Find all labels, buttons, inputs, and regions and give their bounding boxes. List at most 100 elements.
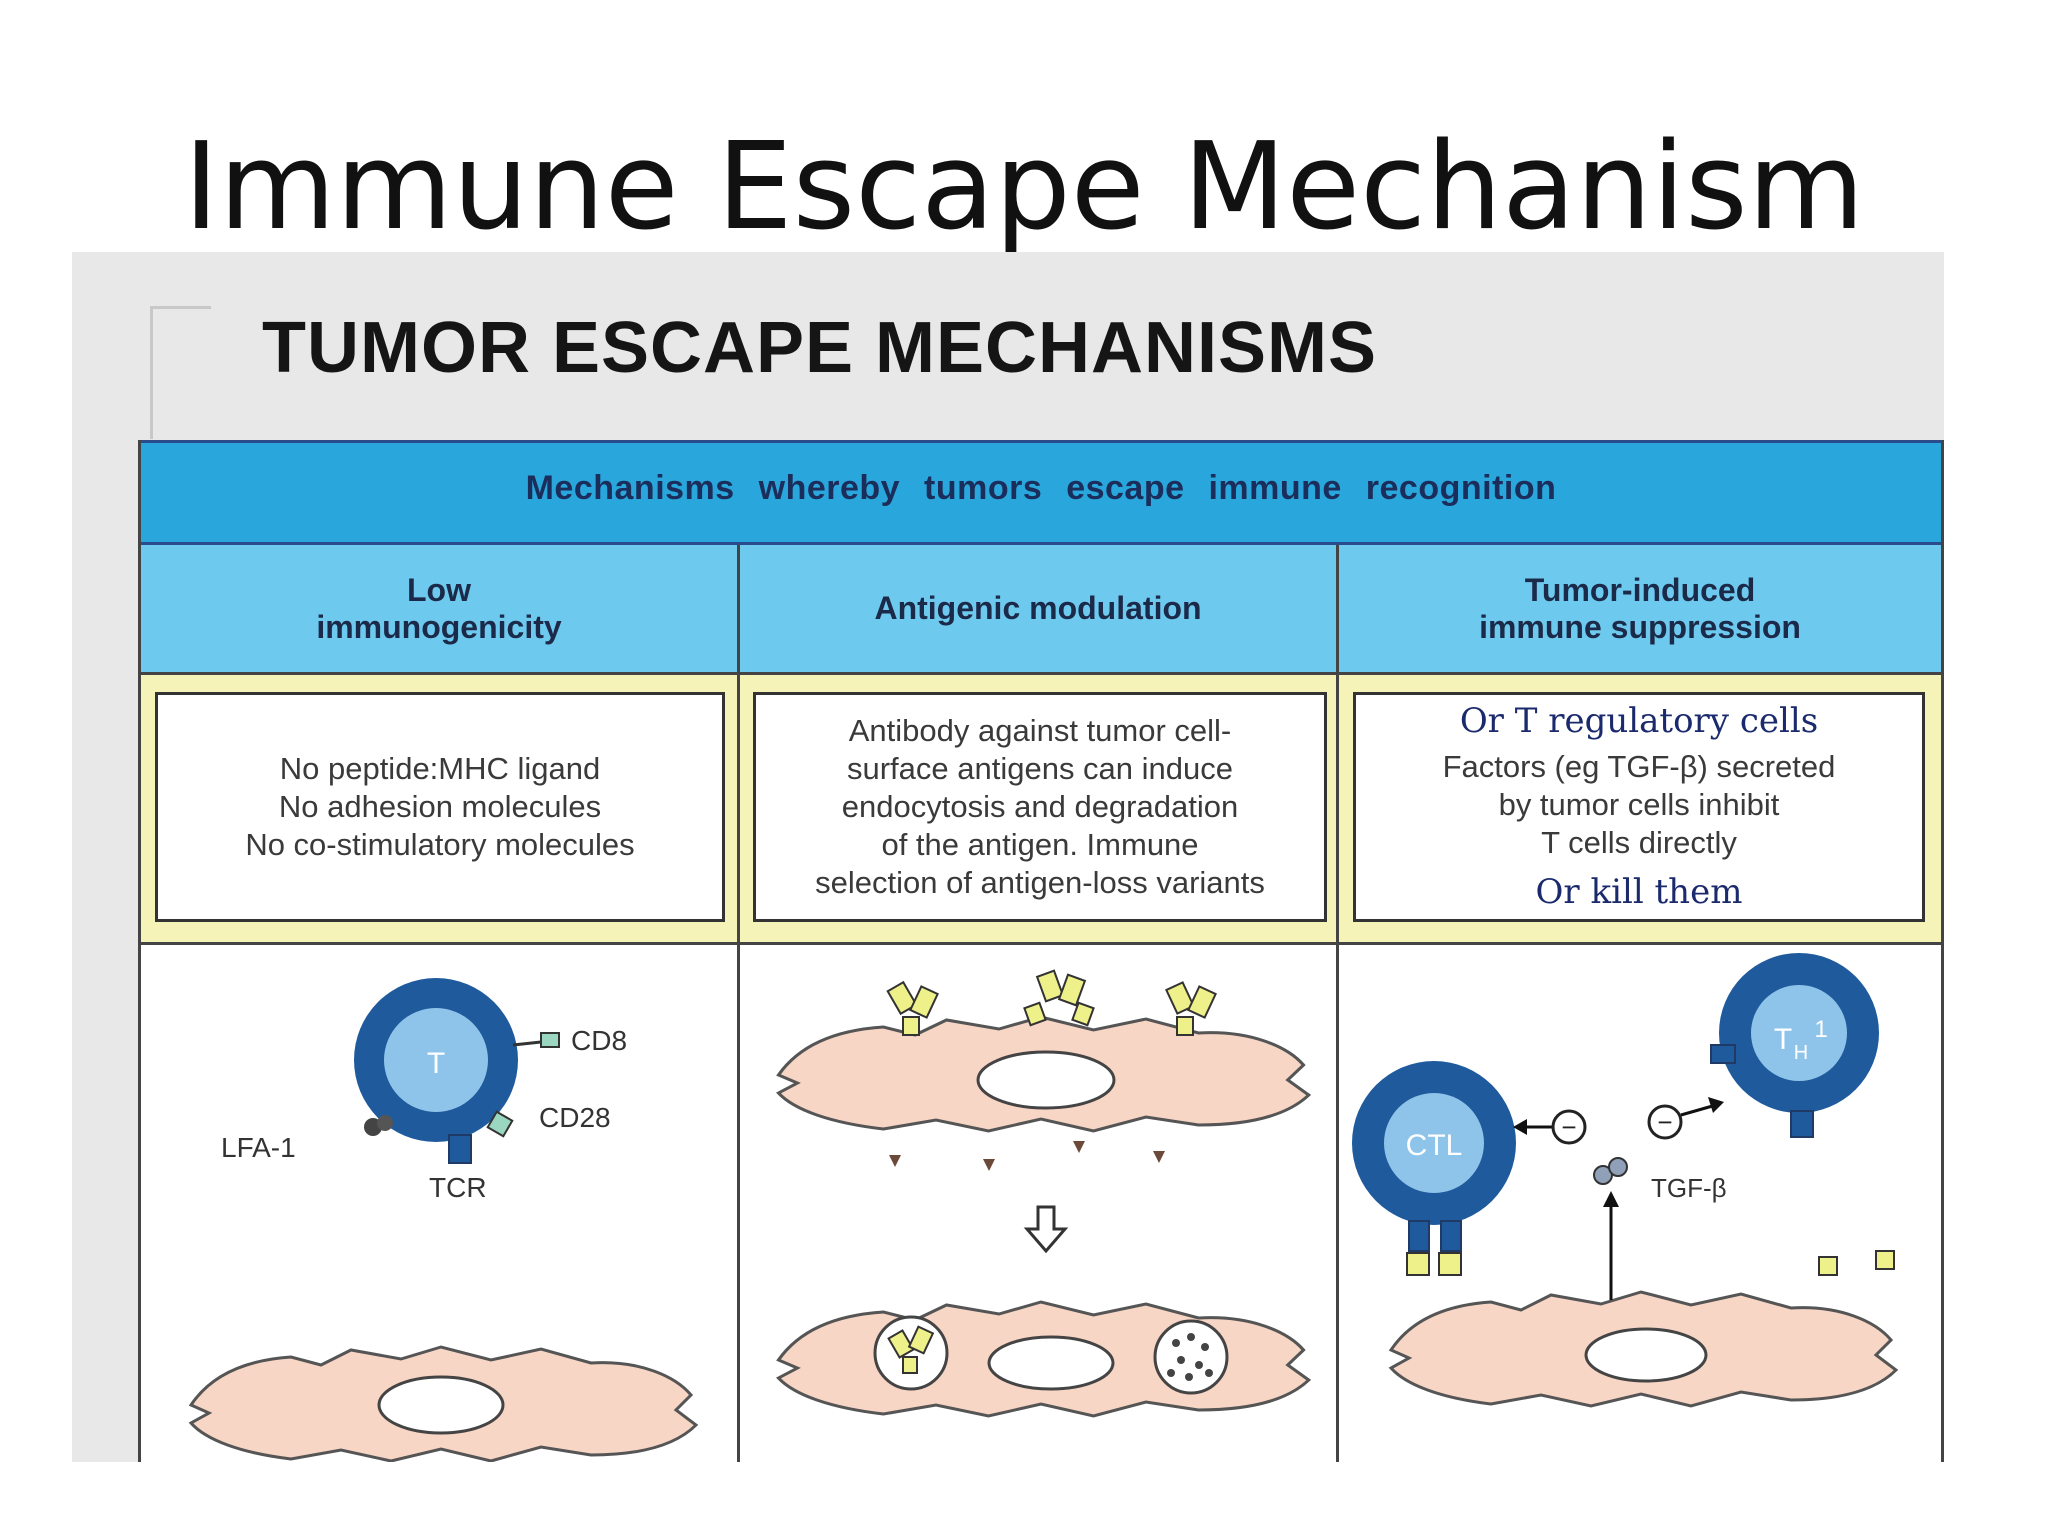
description-line: surface antigens can induce	[846, 751, 1234, 787]
surface-antigen	[889, 1155, 901, 1167]
arrow-down-icon	[1023, 1205, 1069, 1254]
description-line: of the antigen. Immune	[881, 826, 1199, 862]
description-line: No peptide:MHC ligand	[279, 751, 601, 787]
endocytic-vesicle	[873, 1315, 949, 1391]
surface-antigen	[983, 1159, 995, 1171]
th1-label: T	[1774, 1023, 1792, 1056]
degraded-antigen	[1187, 1333, 1195, 1341]
ctl-cell-core	[1384, 1093, 1484, 1193]
cell-nucleus	[377, 1375, 505, 1435]
antibody	[1071, 1001, 1095, 1027]
th1-subscript: H	[1794, 1042, 1808, 1064]
description-line: Antibody against tumor cell-	[848, 713, 1232, 749]
header-line: Tumor-induced	[1524, 571, 1756, 608]
annotation-treg: Or T regulatory cells	[1459, 700, 1819, 741]
panel-immune-suppression: CTL T H 1	[1352, 953, 1898, 1408]
description-line: by tumor cells inhibit	[1498, 787, 1780, 823]
th1-cell-core	[1751, 985, 1847, 1081]
lysosome	[1153, 1319, 1229, 1395]
illustrations: T CD8 CD28 LFA-1 TCR	[141, 945, 1941, 1463]
cd28-label: CD28	[539, 1102, 611, 1133]
tcr-receptor	[448, 1134, 472, 1164]
mhc-molecule	[1406, 1252, 1430, 1276]
cd8-stalk	[512, 1040, 542, 1047]
ctl-label: CTL	[1406, 1129, 1463, 1162]
inhibition-icon	[1551, 1109, 1587, 1145]
header-row: Low immunogenicity Antigenic modulation …	[141, 545, 1941, 675]
arrow-right-icon	[1708, 1097, 1724, 1113]
header-line: Low	[407, 571, 471, 608]
antibody	[1165, 981, 1195, 1015]
header-low-immunogenicity: Low immunogenicity	[141, 545, 737, 672]
description-line: Factors (eg TGF-β) secreted	[1442, 749, 1836, 785]
antibody	[907, 1325, 935, 1355]
th1-receptor	[1790, 1110, 1814, 1138]
mhc-molecule	[1875, 1250, 1895, 1270]
tcr-receptor	[1440, 1220, 1462, 1252]
column-divider	[1336, 545, 1339, 1462]
antibody	[1176, 1016, 1194, 1036]
description-line: endocytosis and degradation	[841, 789, 1239, 825]
banner-text: Mechanisms whereby tumors escape immune …	[525, 469, 1557, 507]
tcr-label: TCR	[429, 1172, 487, 1203]
lfa1-label: LFA-1	[221, 1132, 296, 1163]
annotation-kill: Or kill them	[1535, 871, 1743, 912]
tumor-escape-figure: TUMOR ESCAPE MECHANISMS Mechanisms where…	[72, 252, 1944, 1463]
t-cell-label: T	[427, 1047, 445, 1080]
degraded-antigen	[1177, 1356, 1185, 1364]
degraded-antigen	[1205, 1369, 1213, 1377]
mhc-molecule	[1818, 1256, 1838, 1276]
degraded-antigen	[1195, 1361, 1203, 1369]
cell-nucleus	[1584, 1327, 1708, 1383]
th1-superscript: 1	[1814, 1016, 1827, 1043]
degraded-antigen	[1172, 1339, 1180, 1347]
header-line: immunogenicity	[316, 608, 562, 645]
description-immune-suppression: Or T regulatory cells Factors (eg TGF-β)…	[1353, 692, 1925, 922]
antibody	[1035, 969, 1065, 1003]
figure-heading: TUMOR ESCAPE MECHANISMS	[262, 308, 1378, 388]
inhibition-icon	[1647, 1104, 1683, 1140]
frame-mark	[150, 306, 211, 439]
antibody	[902, 1016, 920, 1036]
arrow-left-icon	[1513, 1119, 1527, 1135]
description-low-immunogenicity: No peptide:MHC ligand No adhesion molecu…	[155, 692, 725, 922]
arrow-up-icon	[1603, 1191, 1619, 1207]
degraded-antigen	[1201, 1343, 1209, 1351]
tcr-receptor	[1408, 1220, 1430, 1252]
mechanism-table: Mechanisms whereby tumors escape immune …	[138, 440, 1944, 1463]
description-line: No co-stimulatory molecules	[245, 826, 635, 862]
description-line: T cells directly	[1541, 824, 1737, 860]
mhc-molecule	[1438, 1252, 1462, 1276]
antibody	[909, 985, 939, 1019]
description-line: selection of antigen-loss variants	[815, 864, 1265, 900]
inhibition-sign: −	[1561, 1112, 1576, 1142]
description-antigenic-modulation: Antibody against tumor cell- surface ant…	[753, 692, 1327, 922]
th1-receptor	[1710, 1044, 1736, 1064]
header-antigenic-modulation: Antigenic modulation	[740, 545, 1336, 672]
description-line: No adhesion molecules	[278, 789, 602, 825]
description-row: No peptide:MHC ligand No adhesion molecu…	[141, 675, 1941, 945]
antibody	[902, 1356, 918, 1374]
surface-antigen	[1153, 1151, 1165, 1163]
antibody	[1023, 1001, 1047, 1027]
antibody	[1057, 973, 1087, 1007]
degraded-antigen	[1167, 1369, 1175, 1377]
column-divider	[737, 545, 740, 1462]
header-line: immune suppression	[1479, 608, 1801, 645]
illustration-svg: T CD8 CD28 LFA-1 TCR	[189, 953, 1898, 1463]
cell-nucleus	[976, 1050, 1116, 1110]
antibody	[887, 1329, 915, 1359]
tgf-molecule	[1608, 1157, 1628, 1177]
header-immune-suppression: Tumor-induced immune suppression	[1339, 545, 1941, 672]
slide-title: Immune Escape Mechanism	[183, 118, 1865, 257]
inhibition-arrow	[1680, 1103, 1717, 1117]
inhibition-sign: −	[1657, 1107, 1672, 1137]
lfa1-receptor	[377, 1115, 393, 1131]
panel-antigenic-modulation	[776, 969, 1311, 1418]
tgf-label: TGF-β	[1651, 1173, 1727, 1203]
table-banner: Mechanisms whereby tumors escape immune …	[141, 440, 1941, 545]
header-line: Antigenic modulation	[874, 590, 1202, 627]
degraded-antigen	[1185, 1373, 1193, 1381]
antibody	[886, 980, 918, 1016]
panel-low-immunogenicity: T CD8 CD28 LFA-1 TCR	[189, 978, 698, 1463]
